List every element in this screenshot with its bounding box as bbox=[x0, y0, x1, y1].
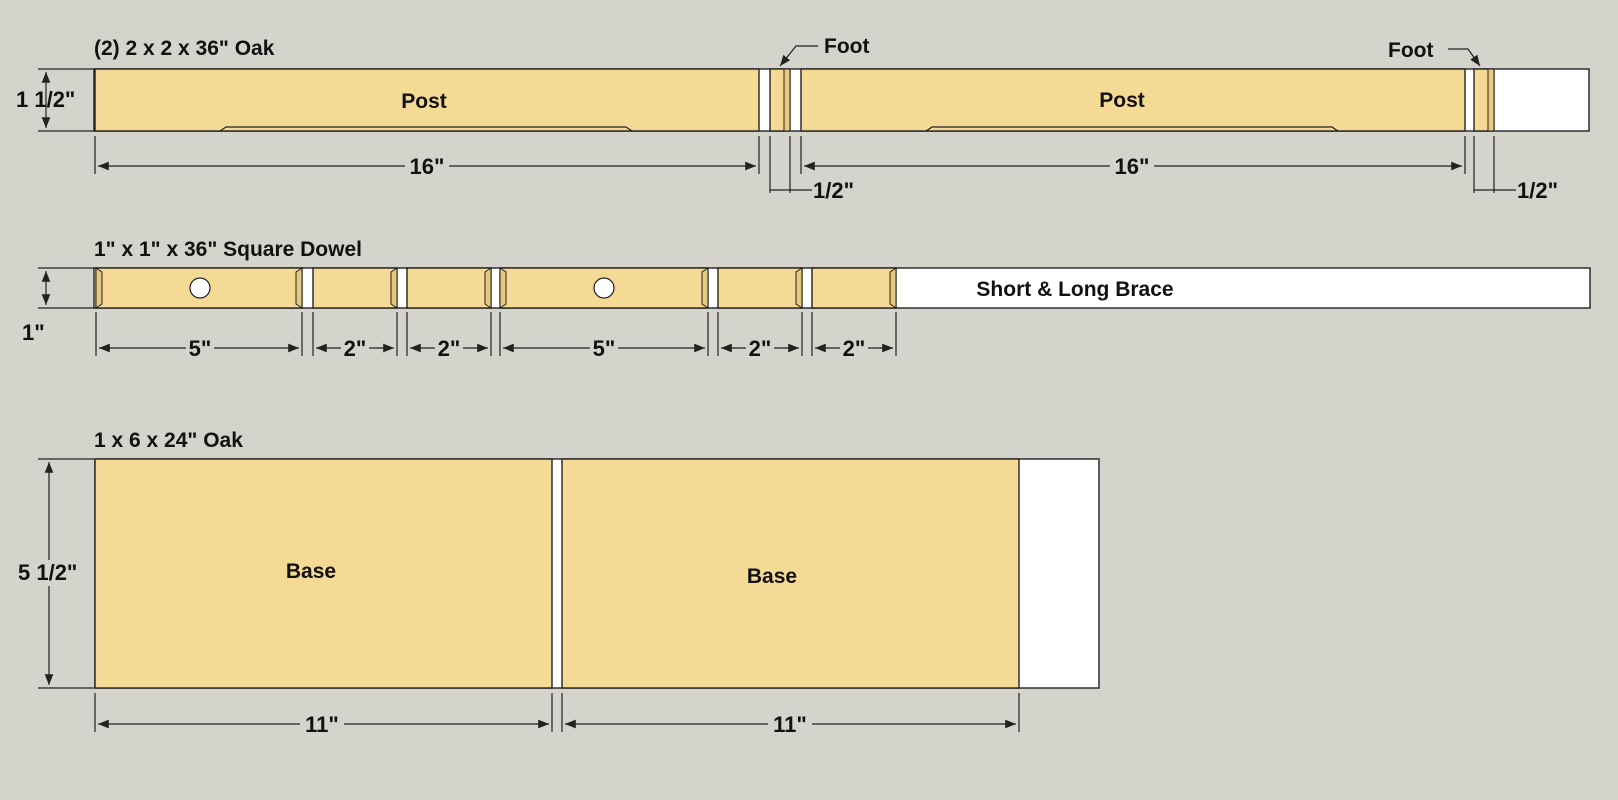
dimension-label: 2" bbox=[843, 336, 866, 361]
stock-title: 1 x 6 x 24" Oak bbox=[94, 429, 243, 452]
waste-label: Short & Long Brace bbox=[976, 278, 1173, 301]
dimension-label: 16" bbox=[410, 154, 445, 179]
base-length-dimension: 11" bbox=[94, 693, 553, 737]
stock-board-square-dowel: 1" x 1" x 36" Square Dowel Short & Long … bbox=[22, 238, 1591, 361]
post-length-dimension: 16" bbox=[94, 136, 760, 179]
brace-length-dimension: 2" bbox=[717, 312, 803, 361]
foot-leader-line bbox=[779, 45, 818, 67]
dowel-hole bbox=[189, 277, 211, 299]
brace-piece bbox=[406, 267, 492, 309]
brace-length-dimension: 2" bbox=[406, 312, 492, 361]
brace-piece bbox=[811, 267, 897, 309]
base-piece bbox=[94, 458, 553, 689]
thickness-dimension: 1 1/2" bbox=[16, 68, 94, 132]
post-length-dimension: 16" bbox=[800, 136, 1466, 179]
base-label: Base bbox=[747, 565, 797, 588]
dimension-label: 16" bbox=[1115, 154, 1150, 179]
foot-bevel bbox=[1487, 68, 1495, 132]
base-label: Base bbox=[286, 560, 336, 583]
brace-piece bbox=[499, 267, 709, 309]
width-dimension: 5 1/2" bbox=[16, 458, 94, 689]
brace-length-dimension: 5" bbox=[95, 312, 303, 361]
thickness-label: 5 1/2" bbox=[18, 560, 77, 585]
stock-title: 1" x 1" x 36" Square Dowel bbox=[94, 238, 362, 261]
dimension-label: 2" bbox=[344, 336, 367, 361]
thickness-dimension: 1" bbox=[22, 267, 94, 345]
dimension-label: 1/2" bbox=[1517, 178, 1558, 203]
stock-board-2x2-oak: (2) 2 x 2 x 36" Oak Post Post Foot Foot … bbox=[16, 35, 1590, 203]
brace-length-dimension: 5" bbox=[499, 312, 709, 361]
dimension-label: 2" bbox=[438, 336, 461, 361]
post-piece bbox=[800, 68, 1466, 132]
dimension-label: 5" bbox=[593, 336, 616, 361]
foot-length-dimension: 1/2" bbox=[1473, 136, 1558, 203]
base-length-dimension: 11" bbox=[561, 693, 1020, 737]
dimension-label: 11" bbox=[773, 712, 807, 737]
brace-piece bbox=[717, 267, 803, 309]
stock-board-1x6-oak: 1 x 6 x 24" Oak Base Base 5 1/2" 11" bbox=[16, 429, 1100, 737]
brace-piece bbox=[312, 267, 398, 309]
stock-title: (2) 2 x 2 x 36" Oak bbox=[94, 37, 275, 60]
thickness-label: 1 1/2" bbox=[16, 87, 75, 112]
dimension-label: 2" bbox=[749, 336, 772, 361]
post-bevel bbox=[925, 126, 1339, 132]
foot-bevel bbox=[783, 68, 791, 132]
brace-piece bbox=[95, 267, 303, 309]
dowel-hole bbox=[593, 277, 615, 299]
brace-length-dimension: 2" bbox=[312, 312, 398, 361]
post-label: Post bbox=[1099, 89, 1145, 112]
dimension-label: 11" bbox=[305, 712, 339, 737]
foot-length-dimension: 1/2" bbox=[769, 136, 854, 203]
thickness-label: 1" bbox=[22, 320, 45, 345]
foot-callout-label: Foot bbox=[824, 35, 869, 58]
foot-callout-label: Foot bbox=[1388, 39, 1433, 62]
dimension-label: 5" bbox=[189, 336, 212, 361]
base-piece bbox=[561, 458, 1020, 689]
foot-leader-line bbox=[1448, 48, 1481, 67]
brace-length-dimension: 2" bbox=[811, 312, 897, 361]
post-piece bbox=[94, 68, 760, 132]
post-bevel bbox=[219, 126, 633, 132]
dimension-label: 1/2" bbox=[813, 178, 854, 203]
post-label: Post bbox=[401, 90, 447, 113]
